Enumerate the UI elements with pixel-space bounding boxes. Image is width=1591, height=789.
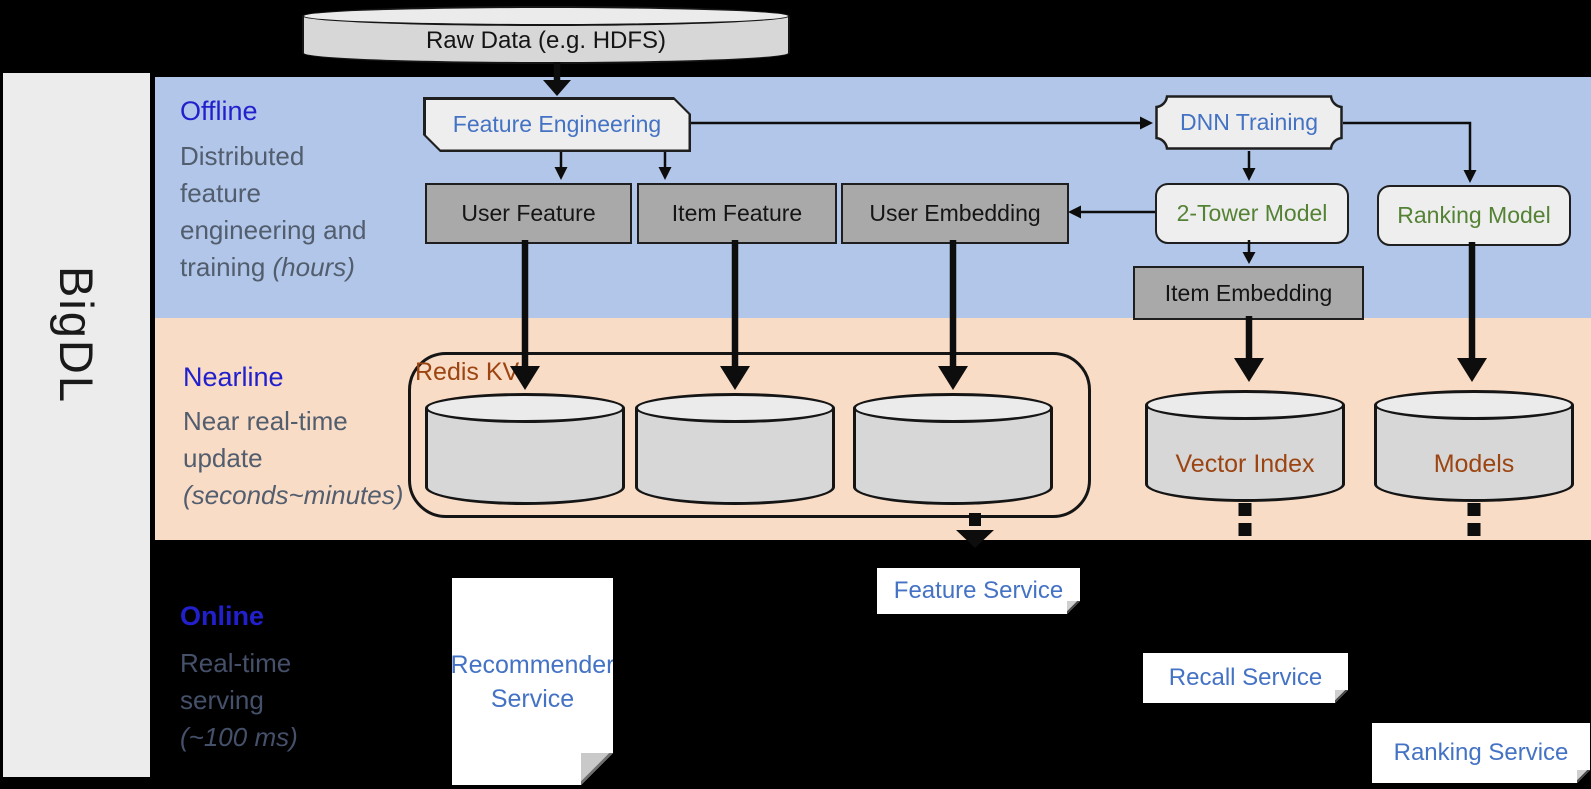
online-title: Online <box>180 601 265 631</box>
item-embedding-label: Item Embedding <box>1164 279 1333 306</box>
offline-desc-line3: engineering and <box>180 215 367 245</box>
cylinder-body <box>853 408 1053 505</box>
recall-service-label: Recall Service <box>1168 664 1323 691</box>
cylinder-top-ellipse <box>1145 390 1345 420</box>
nearline-desc-line2: update <box>183 443 263 473</box>
dnn-training-label: DNN Training <box>1179 109 1319 135</box>
vector-index-label: Vector Index <box>1175 449 1315 478</box>
online-description: Real-time serving (~100 ms) <box>180 645 425 756</box>
user-embedding-label: User Embedding <box>869 200 1041 226</box>
offline-desc-line4: training (hours) <box>180 252 355 282</box>
user-feature-label: User Feature <box>461 200 596 226</box>
cylinder-body <box>1145 405 1345 502</box>
cylinder-body <box>425 408 625 505</box>
models-label: Models <box>1433 449 1515 478</box>
two-tower-model-label: 2-Tower Model <box>1176 200 1328 226</box>
redis-kv-label: Redis KV <box>415 358 520 386</box>
offline-desc-line2: feature <box>180 178 261 208</box>
nearline-desc-line3: (seconds~minutes) <box>183 480 404 510</box>
cylinder-top-ellipse <box>425 393 625 423</box>
online-desc-line1: Real-time <box>180 648 292 678</box>
nearline-description: Near real-time update (seconds~minutes) <box>183 403 428 514</box>
item-feature-node: Item Feature <box>637 183 837 244</box>
offline-desc-line1: Distributed <box>180 141 305 171</box>
raw-data-label: Raw Data (e.g. HDFS) <box>425 27 667 54</box>
redis-shard-cylinder-1 <box>425 393 625 505</box>
redis-shard-cylinder-3 <box>853 393 1053 505</box>
redis-kv-container <box>408 352 1091 518</box>
raw-data-cylinder: Raw Data (e.g. HDFS) <box>302 6 790 64</box>
recall-service-node: Recall Service <box>1143 653 1348 703</box>
ranking-service-node: Ranking Service <box>1372 723 1590 783</box>
offline-description: Distributed feature engineering and trai… <box>180 138 425 286</box>
user-embedding-node: User Embedding <box>841 183 1069 244</box>
cylinder-body <box>635 408 835 505</box>
cylinder-top-ellipse <box>635 393 835 423</box>
bigdl-logo-text: BigDL <box>50 265 103 404</box>
offline-title: Offline <box>180 96 258 126</box>
ranking-model-label: Ranking Model <box>1397 202 1551 228</box>
cylinder-top-ellipse <box>1374 390 1574 420</box>
ranking-model-node: Ranking Model <box>1377 185 1571 246</box>
online-desc-line3: (~100 ms) <box>180 722 298 752</box>
plaque-shape <box>1155 95 1343 150</box>
feature-service-label: Feature Service <box>893 577 1064 604</box>
feature-service-node: Feature Service <box>877 568 1080 614</box>
nearline-desc-line1: Near real-time <box>183 406 348 436</box>
recommender-service-label: Recommender Service <box>450 650 615 713</box>
user-feature-node: User Feature <box>425 183 632 244</box>
nearline-title: Nearline <box>183 362 284 392</box>
item-feature-label: Item Feature <box>671 200 803 226</box>
vector-index-cylinder: Vector Index <box>1145 390 1345 502</box>
cylinder-top-ellipse <box>853 393 1053 423</box>
item-embedding-node: Item Embedding <box>1133 266 1364 320</box>
online-desc-line2: serving <box>180 685 264 715</box>
redis-shard-cylinder-2 <box>635 393 835 505</box>
feature-engineering-node: Feature Engineering <box>423 97 691 152</box>
cylinder-top-ellipse <box>302 6 790 26</box>
cylinder-body <box>1374 405 1574 502</box>
ranking-service-label: Ranking Service <box>1393 739 1569 766</box>
recommender-service-node: Recommender Service <box>452 578 613 785</box>
feature-engineering-label: Feature Engineering <box>452 111 662 137</box>
dnn-training-node: DNN Training <box>1155 95 1343 150</box>
models-cylinder: Models <box>1374 390 1574 502</box>
bigdl-sidebar: BigDL <box>3 73 150 777</box>
two-tower-model-node: 2-Tower Model <box>1155 183 1349 244</box>
